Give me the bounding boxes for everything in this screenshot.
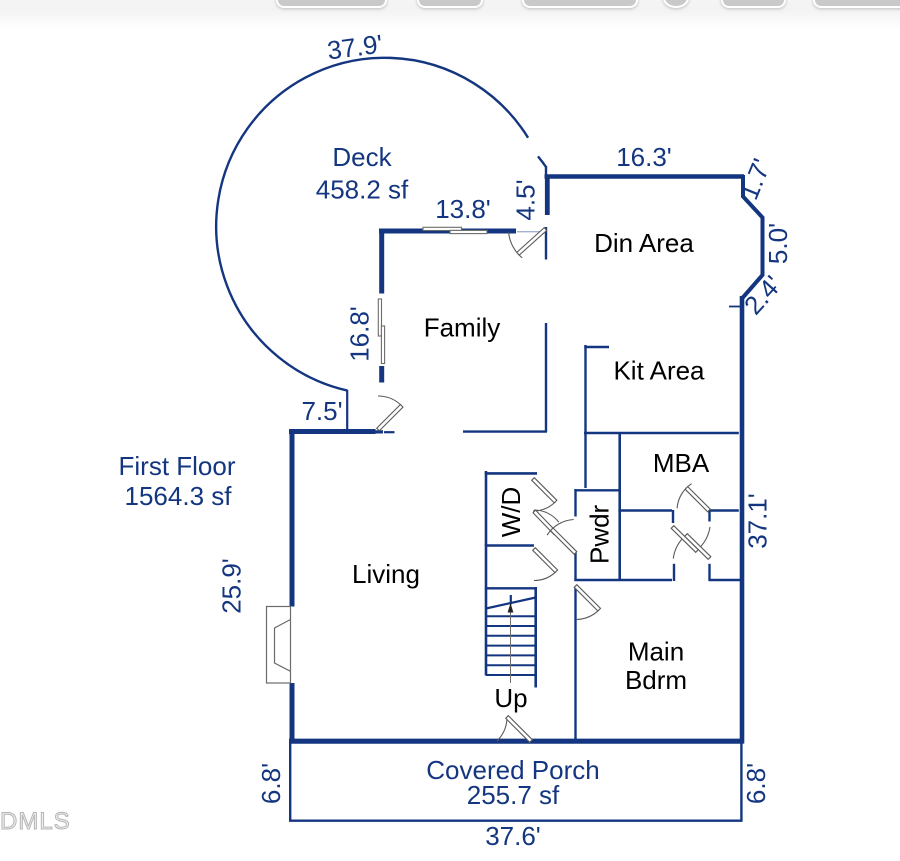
svg-text:2.4': 2.4' (738, 270, 788, 321)
svg-text:Kit Area: Kit Area (613, 356, 705, 386)
svg-text:Deck: Deck (332, 142, 392, 172)
svg-text:255.7 sf: 255.7 sf (467, 780, 560, 810)
svg-text:6.8': 6.8' (741, 763, 771, 804)
svg-text:Din Area: Din Area (594, 228, 694, 258)
svg-text:37.1': 37.1' (743, 493, 773, 549)
svg-text:Family: Family (424, 313, 501, 343)
svg-text:Bdrm: Bdrm (625, 665, 687, 695)
svg-text:5.0': 5.0' (763, 223, 793, 264)
svg-text:Pwdr: Pwdr (585, 504, 615, 564)
svg-text:Living: Living (352, 559, 420, 589)
svg-text:16.8': 16.8' (345, 306, 375, 362)
svg-text:1564.3 sf: 1564.3 sf (125, 481, 233, 511)
svg-text:MBA: MBA (653, 448, 710, 478)
svg-text:7.5': 7.5' (301, 396, 342, 426)
svg-text:37.9': 37.9' (325, 29, 384, 66)
svg-text:Up: Up (494, 683, 527, 713)
svg-text:16.3': 16.3' (616, 142, 672, 172)
svg-text:37.6': 37.6' (485, 821, 541, 851)
svg-text:13.8': 13.8' (435, 194, 491, 224)
svg-text:4.5': 4.5' (511, 179, 541, 220)
svg-text:Covered Porch: Covered Porch (426, 755, 599, 785)
svg-text:W/D: W/D (496, 487, 526, 538)
svg-text:1.7': 1.7' (734, 154, 777, 203)
svg-text:25.9': 25.9' (217, 558, 247, 614)
svg-text:458.2 sf: 458.2 sf (316, 175, 409, 205)
svg-text:6.8': 6.8' (256, 763, 286, 804)
svg-text:Main: Main (628, 637, 684, 667)
svg-text:First Floor: First Floor (119, 451, 236, 481)
